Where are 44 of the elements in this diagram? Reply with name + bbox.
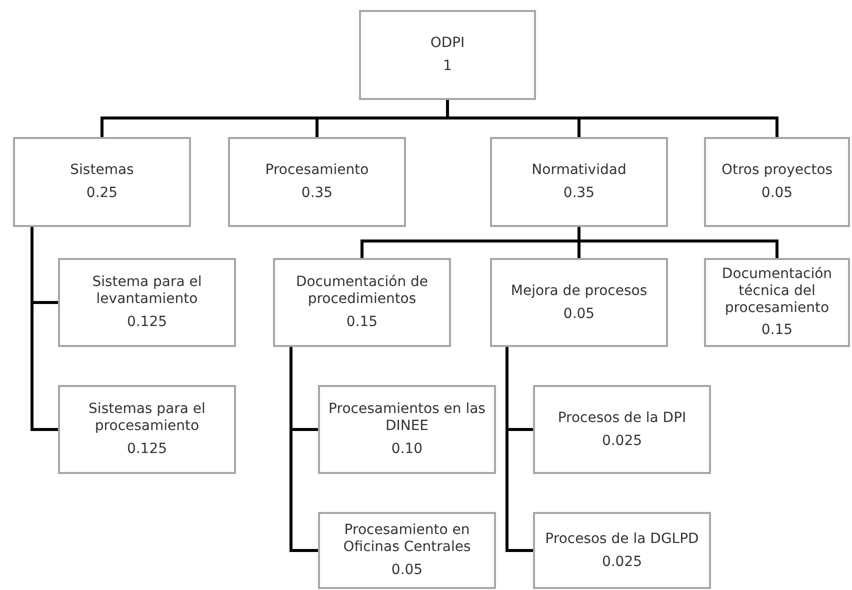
org-box [359, 10, 536, 100]
unit-name: Mejora de procesos [510, 282, 648, 300]
weight-value: 0.05 [761, 185, 793, 202]
org-box [228, 137, 406, 227]
org-box [533, 385, 711, 474]
unit-name: ODPI [430, 35, 465, 52]
weight-value: 0.15 [761, 322, 793, 340]
weight-value: 0.10 [391, 440, 423, 458]
unit-name: Sistema para el levantamiento [91, 274, 203, 308]
weight-value: 1 [443, 58, 452, 75]
org-box [13, 137, 191, 227]
unit-name: Sistemas [70, 162, 134, 179]
weight-value: 0.025 [602, 432, 642, 450]
unit-name: Otros proyectos [721, 162, 833, 179]
unit-name: Sistemas para el procesamiento [88, 401, 206, 435]
weight-value: 0.25 [86, 185, 118, 202]
org-box [318, 385, 496, 474]
org-box [533, 512, 711, 589]
unit-name: Normatividad [532, 162, 626, 179]
weight-value: 0.05 [563, 306, 595, 322]
weight-value: 0.125 [126, 440, 168, 458]
unit-name: Procesamiento [265, 162, 369, 179]
connector-line [290, 347, 318, 552]
org-box [490, 137, 668, 227]
weight-value: 0.15 [346, 314, 378, 331]
org-box [58, 258, 236, 347]
org-box [704, 258, 850, 347]
org-box [318, 512, 496, 589]
org-box [490, 258, 668, 347]
org-box [704, 137, 850, 227]
unit-name: Documentación de procedimientos [294, 274, 430, 308]
unit-name: Procesamiento en Oficinas Centrales [342, 522, 472, 556]
weight-value: 0.025 [602, 554, 642, 570]
unit-name: Procesos de la DGLPD [545, 530, 699, 548]
org-box [58, 385, 236, 474]
unit-name: Procesos de la DPI [558, 410, 686, 426]
weight-value: 0.35 [301, 185, 333, 202]
weight-value: 0.05 [391, 562, 423, 579]
weight-value: 0.35 [563, 185, 595, 202]
unit-name: Procesamientos en las DINEE [328, 401, 486, 435]
unit-name: Documentación técnica del procesamiento [720, 266, 834, 316]
weight-value: 0.125 [126, 314, 168, 331]
org-box [273, 258, 451, 347]
connector-line [506, 347, 533, 552]
